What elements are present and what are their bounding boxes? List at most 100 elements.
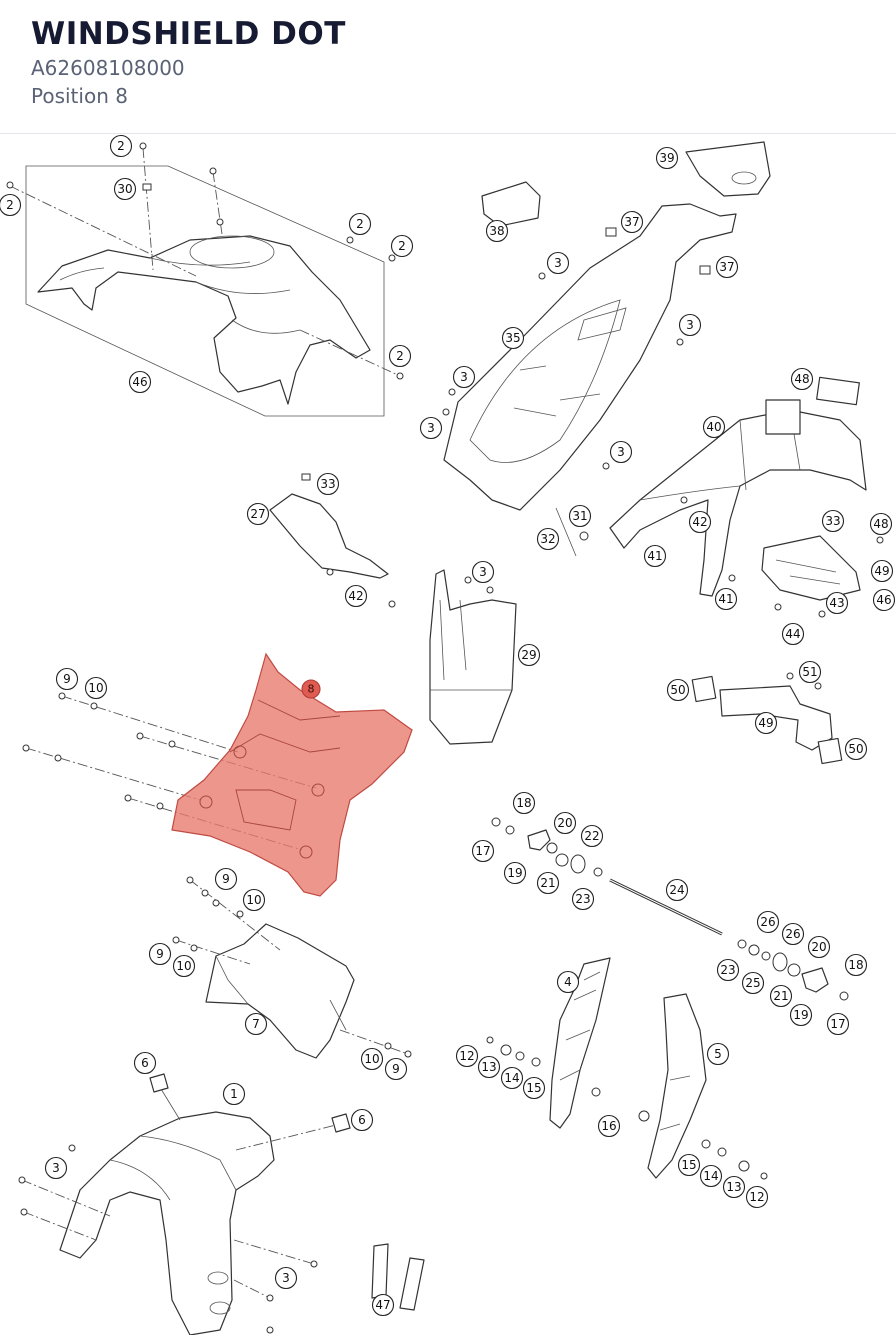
- callout-number: 21: [540, 876, 555, 890]
- callout-label: 47: [371, 1293, 395, 1317]
- callout-circle: [503, 861, 527, 885]
- callout-label: 9: [384, 1057, 408, 1081]
- callout-number: 39: [659, 151, 674, 165]
- callout-circle: [706, 1042, 730, 1066]
- callout-number: 46: [132, 375, 147, 389]
- callout-label: 29: [517, 643, 541, 667]
- callout-circle: [666, 678, 690, 702]
- callout-number: 3: [554, 256, 562, 270]
- callout-number: 2: [117, 139, 125, 153]
- callout-label: 7: [244, 1012, 268, 1036]
- callout-number: 9: [156, 947, 164, 961]
- diagram-svg: 2302222463938373733533334840332742313241…: [0, 134, 896, 1336]
- callout-circle: [84, 676, 108, 700]
- part-footrest-brackets: [486, 957, 768, 1180]
- callout-number: 48: [794, 372, 809, 386]
- callout-label: 14: [699, 1164, 723, 1188]
- part-mask-bracket: [172, 876, 412, 1059]
- callout-label: 3: [419, 416, 443, 440]
- callout-number: 12: [459, 1049, 474, 1063]
- callout-circle: [870, 559, 894, 583]
- callout-circle: [714, 587, 738, 611]
- callout-number: 33: [320, 477, 335, 491]
- callout-circle: [769, 984, 793, 1008]
- callout-label: 2: [348, 212, 372, 236]
- part-tank-cover: [6, 142, 404, 417]
- callout-number: 40: [706, 420, 721, 434]
- callout-number: 19: [793, 1008, 808, 1022]
- callout-number: 5: [714, 1047, 722, 1061]
- callout-label: 43: [825, 591, 849, 615]
- callout-circle: [688, 510, 712, 534]
- callout-number: 38: [489, 224, 504, 238]
- callout-label: 33: [821, 509, 845, 533]
- callout-number: 37: [719, 260, 734, 274]
- callout-label: 20: [807, 935, 831, 959]
- callout-label: 5: [706, 1042, 730, 1066]
- callout-number: 15: [681, 1158, 696, 1172]
- callout-label: 12: [455, 1044, 479, 1068]
- callout-number: 14: [703, 1169, 718, 1183]
- callout-label: 10: [172, 954, 196, 978]
- callout-circle: [274, 1266, 298, 1290]
- callout-label: 22: [580, 824, 604, 848]
- callout-number: 9: [392, 1062, 400, 1076]
- callout-number: 48: [873, 517, 888, 531]
- callout-number: 43: [829, 596, 844, 610]
- callout-number: 42: [692, 515, 707, 529]
- callout-label: 51: [798, 660, 822, 684]
- callout-number: 19: [507, 866, 522, 880]
- callout-number: 10: [88, 681, 103, 695]
- part-side-panel: [269, 473, 589, 745]
- callout-label: 19: [789, 1003, 813, 1027]
- callout-number: 13: [481, 1060, 496, 1074]
- callout-circle: [0, 193, 22, 217]
- part-subframe: [442, 141, 771, 511]
- callout-label: 3: [452, 365, 476, 389]
- callout-number: 31: [572, 509, 587, 523]
- callout-circle: [384, 1057, 408, 1081]
- callout-label: 12: [745, 1185, 769, 1209]
- callout-number: 3: [282, 1271, 290, 1285]
- callout-label: 23: [571, 887, 595, 911]
- callout-circle: [609, 440, 633, 464]
- callout-number: 10: [176, 959, 191, 973]
- callout-label: 2: [388, 344, 412, 368]
- callout-circle: [620, 210, 644, 234]
- callout-number: 15: [526, 1081, 541, 1095]
- callout-number: 26: [785, 927, 800, 941]
- callout-number: 26: [760, 915, 775, 929]
- callout-number: 3: [479, 565, 487, 579]
- callout-number: 33: [825, 514, 840, 528]
- callout-number: 17: [830, 1017, 845, 1031]
- callout-label: 3: [44, 1156, 68, 1180]
- callout-label: 23: [716, 958, 740, 982]
- callout-number: 37: [624, 215, 639, 229]
- callout-number: 47: [375, 1298, 390, 1312]
- callout-circle: [522, 1076, 546, 1100]
- callout-number: 18: [848, 958, 863, 972]
- callout-number: 9: [222, 872, 230, 886]
- callout-label-highlighted[interactable]: 8: [301, 679, 321, 699]
- callout-label: 25: [741, 971, 765, 995]
- callout-label: 9: [148, 942, 172, 966]
- callout-label: 2: [390, 234, 414, 258]
- callout-label: 44: [781, 622, 805, 646]
- callout-number: 23: [720, 963, 735, 977]
- callout-circle: [512, 791, 536, 815]
- callout-circle: [665, 878, 689, 902]
- callout-circle: [390, 234, 414, 258]
- callout-circle: [246, 502, 270, 526]
- callout-label: 4: [556, 970, 580, 994]
- callout-number: 9: [63, 672, 71, 686]
- callout-circle: [55, 667, 79, 691]
- callout-label: 31: [568, 504, 592, 528]
- callout-circle: [571, 887, 595, 911]
- position-label: Position 8: [31, 84, 128, 108]
- callout-label: 18: [844, 953, 868, 977]
- callout-circle: [348, 212, 372, 236]
- callout-label: 35: [501, 326, 525, 350]
- callout-circle: [844, 737, 868, 761]
- callout-number: 2: [6, 198, 14, 212]
